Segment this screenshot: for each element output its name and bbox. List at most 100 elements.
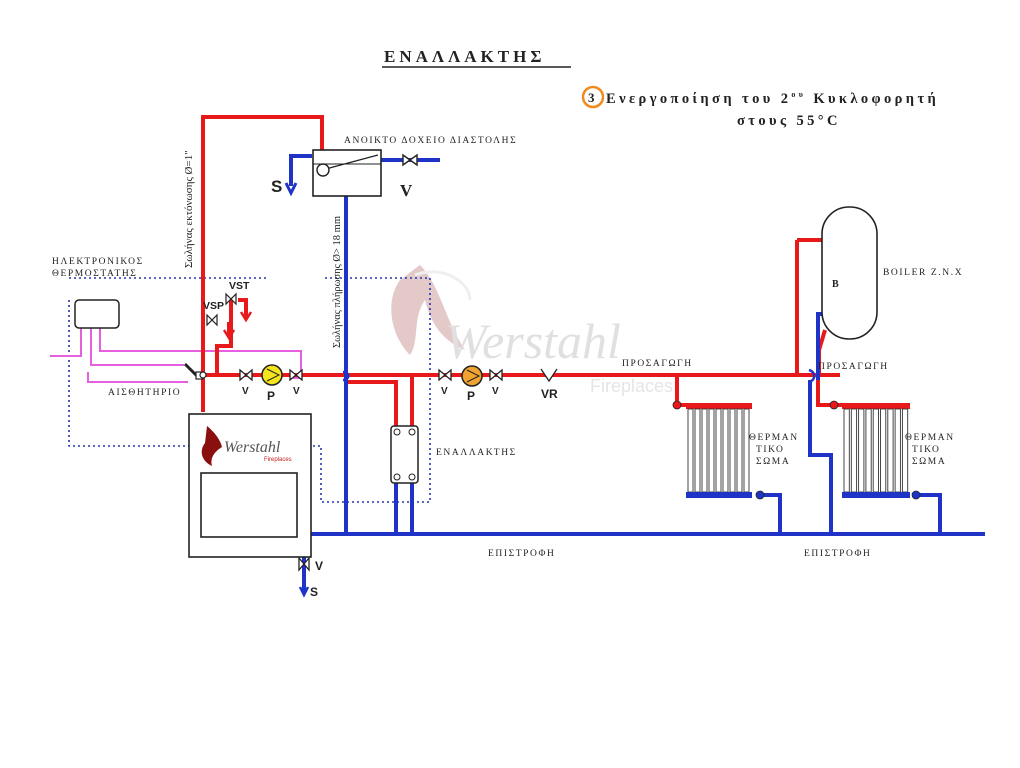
valve-top-label: V — [400, 181, 413, 200]
check-valve-label: VR — [541, 387, 558, 401]
radiator-1-fin — [715, 408, 722, 493]
electronic-thermostat: ΗΛΕΚΤΡΟΝΙΚΟΣ ΘΕΡΜΟΣΤΑΤΗΣ — [52, 257, 144, 329]
radiator-1-fin — [743, 408, 750, 493]
step-number-ring — [581, 85, 605, 109]
radiator-2-fins — [843, 408, 909, 493]
step-number: 3 — [588, 90, 595, 105]
radiator-2-fin — [894, 408, 901, 493]
exchanger-body — [390, 425, 419, 484]
radiator-1-fin — [708, 408, 715, 493]
page-title: ΕΝΑΛΛΑΚΤΗΣ — [384, 47, 545, 66]
vsp-valve-icon — [206, 313, 218, 327]
pump-left-icon — [261, 364, 283, 386]
radiator-1-label-1: ΘΕΡΜΑΝ — [749, 433, 799, 443]
pipe-expansion-label: Σωλήνας εκτόνωσης Ø=1" — [183, 150, 195, 268]
supply-label-1: ΠΡΟΣΑΓΩΓΗ — [622, 359, 693, 369]
sensor-wires — [50, 328, 302, 383]
exchanger-label: ΕΝΑΛΛΑΚΤΗΣ — [436, 448, 517, 458]
step-title-text: Ενεργοποίηση του 2 — [606, 91, 791, 107]
supply-label-2: ΠΡΟΣΑΓΩΓΗ — [818, 362, 889, 372]
safety-valves: VST VSP — [203, 280, 253, 341]
pump-right-label: P — [467, 389, 475, 403]
dhw-boiler: B BOILER Z.N.X — [821, 206, 963, 340]
radiator-2-fin — [858, 408, 865, 493]
fireplace-brand-sub: Fireplaces — [264, 457, 292, 463]
pipe-fittings — [199, 368, 816, 384]
valve-right-b-icon — [489, 368, 503, 382]
float-ball-icon — [316, 163, 330, 177]
valve-right-a-icon — [438, 368, 452, 382]
thermostat-label-1: ΗΛΕΚΤΡΟΝΙΚΟΣ — [52, 257, 144, 267]
boiler-coil-label: B — [832, 279, 839, 290]
boiler-label: BOILER Z.N.X — [883, 268, 963, 278]
radiator-2-label-1: ΘΕΡΜΑΝ — [905, 433, 955, 443]
pump-left-label: P — [267, 389, 275, 403]
radiator-1-label-2: ΤΙΚΟ — [756, 445, 784, 455]
radiator-1-bottom — [686, 492, 752, 498]
radiator-2-fin — [843, 408, 850, 493]
valve-left-b-label: V — [293, 386, 300, 397]
return-label-2: ΕΠΙΣΤΡΟΦΗ — [804, 549, 872, 559]
radiator-2-fin — [865, 408, 872, 493]
vst-label: VST — [229, 280, 250, 292]
expansion-tank: ΑΝΟΙΚΤΟ ΔΟΧΕΙΟ ΔΙΑΣΤΟΛΗΣ — [312, 136, 517, 197]
radiator-2-label-2: ΤΙΚΟ — [912, 445, 940, 455]
thermostat-box — [74, 299, 120, 329]
valve-left-a-icon — [239, 368, 253, 382]
radiator-2-fin — [887, 408, 894, 493]
radiator-1-fin — [687, 408, 694, 493]
radiator-1-top — [686, 403, 752, 409]
valve-left-b-icon — [289, 368, 303, 382]
valve-left-a-label: V — [242, 386, 249, 397]
tank-label: ΑΝΟΙΚΤΟ ΔΟΧΕΙΟ ΔΙΑΣΤΟΛΗΣ — [344, 136, 517, 146]
boiler-tank — [821, 206, 878, 340]
radiator-1-label-3: ΣΩΜΑ — [756, 457, 790, 467]
watermark-brand: Werstahl — [445, 313, 621, 369]
sensor-probe-icon — [183, 362, 199, 378]
valve-right-a-label: V — [441, 386, 448, 397]
radiator-2-fin — [872, 408, 879, 493]
radiator-1-fin — [729, 408, 736, 493]
fireplace: Werstahl Fireplaces — [188, 413, 312, 558]
step-temperature: στους 55°C — [737, 113, 841, 129]
pump-group-left: V P V — [239, 364, 303, 403]
control-links — [68, 276, 431, 503]
radiator-2-fin — [850, 408, 858, 493]
watermark: Werstahl Fireplaces — [391, 265, 673, 396]
fireplace-window — [200, 472, 298, 538]
thermostat-label-2: ΘΕΡΜΟΣΤΑΤΗΣ — [52, 269, 137, 279]
radiator-2-top — [842, 403, 910, 409]
radiator-2-label-3: ΣΩΜΑ — [912, 457, 946, 467]
radiator-1: ΘΕΡΜΑΝ ΤΙΚΟ ΣΩΜΑ — [672, 400, 799, 500]
fireplace-brand: Werstahl — [224, 439, 281, 456]
check-valve-icon — [540, 368, 558, 383]
sensor-label: ΑΙΣΘΗΤΗΡΙΟ — [108, 388, 181, 398]
watermark-sub: Fireplaces — [590, 376, 673, 396]
step-title-end: Κυκλοφορητή — [806, 91, 939, 107]
radiator-2-fin — [901, 408, 909, 493]
radiator-2-fin — [880, 408, 887, 493]
heat-exchanger: ΕΝΑΛΛΑΚΤΗΣ — [390, 425, 517, 484]
hot-pipes — [201, 115, 856, 429]
radiator-1-fin — [736, 408, 743, 493]
drain-bottom-valve-label: V — [315, 559, 323, 573]
pump-group-right: V P V VR — [438, 365, 558, 403]
drain-top-label: S — [271, 177, 282, 196]
valve-top-icon — [402, 153, 418, 167]
fireplace-flame-icon — [201, 426, 222, 466]
radiator-2-bottom — [842, 492, 910, 498]
vst-valve-icon — [225, 292, 237, 306]
radiator-1-fin — [694, 408, 701, 493]
drain-bottom-arrow-icon — [298, 586, 310, 598]
step-title-sup: ου — [791, 90, 806, 99]
pump-right-icon — [461, 365, 483, 387]
drain-bottom-valve-icon — [298, 556, 310, 572]
radiator-1-fin — [722, 408, 729, 493]
radiator-1-fin — [701, 408, 708, 493]
step-heading: 3 Ενεργοποίηση του 2ου Κυκλοφορητή στους… — [581, 85, 939, 129]
valve-right-b-label: V — [492, 386, 499, 397]
radiator-2: ΘΕΡΜΑΝ ΤΙΚΟ ΣΩΜΑ — [829, 400, 955, 500]
drain-top-arrow-icon — [284, 182, 298, 197]
pipe-fill-label: Σωλήνας πλήρωσης Ø> 18 mm — [332, 216, 343, 348]
